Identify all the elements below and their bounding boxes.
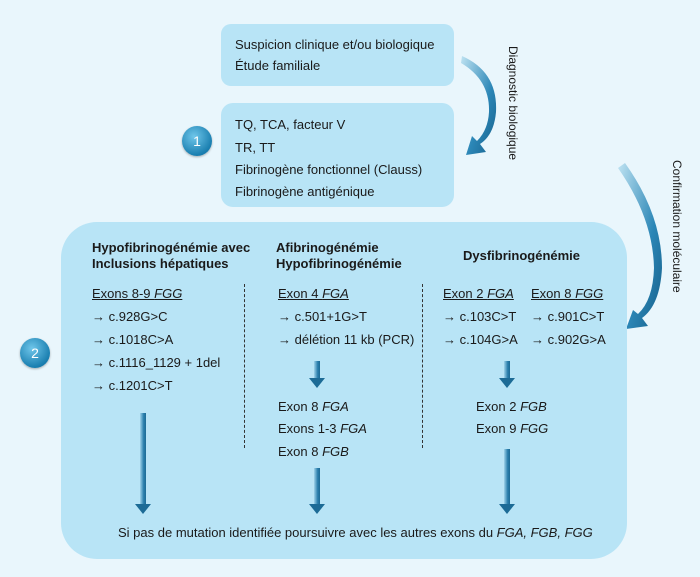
col2-next-1: Exon 8 FGA (278, 399, 349, 414)
col2-short-arrow-shaft (314, 361, 320, 378)
col1-exon: Exons 8-9 FGG (92, 286, 183, 301)
col1-mutation-2: → c.1018C>A (92, 332, 174, 347)
col3-down-arrow-head (499, 504, 515, 514)
footer-text: Si pas de mutation identifiée poursuivre… (118, 525, 593, 540)
col1-title-1: Hypofibrinogénémie avec (92, 240, 251, 255)
col2-title-2: Hypofibrinogénémie (276, 256, 402, 271)
clinical-suspicion-text: Suspicion clinique et/ou biologique (235, 37, 435, 52)
col2-mutation-1: → c.501+1G>T (278, 309, 367, 324)
diagnostic-label: Diagnostic biologique (506, 46, 520, 161)
test-line-3: Fibrinogène fonctionnel (Clauss) (235, 162, 423, 177)
col3-left-mutation-1: → c.103C>T (443, 309, 517, 324)
col2-down-arrow-shaft (314, 468, 320, 504)
col3-next-1: Exon 2 FGB (476, 399, 547, 414)
col1-mutation-1: → c.928G>C (92, 309, 168, 324)
diagnostic-arrow (461, 56, 497, 155)
molecular-box (61, 222, 627, 559)
col3-right-exon: Exon 8 FGG (531, 286, 604, 301)
col2-next-2: Exons 1-3 FGA (278, 421, 367, 436)
col3-down-arrow-shaft (504, 449, 510, 504)
col1-title-2: Inclusions hépatiques (92, 256, 229, 271)
col1-down-arrow-shaft (140, 413, 146, 504)
col2-next-3: Exon 8 FGB (278, 444, 349, 459)
col3-left-exon: Exon 2 FGA (443, 286, 514, 301)
biological-tests-box (221, 103, 454, 207)
column-divider-2 (422, 284, 423, 448)
col1-mutation-4: → c.1201C>T (92, 378, 173, 393)
col3-right-mutation-2: → c.902G>A (531, 332, 606, 347)
col3-short-arrow-shaft (504, 361, 510, 378)
col2-mutation-2: → délétion 11 kb (PCR) (278, 332, 415, 347)
test-line-2: TR, TT (235, 140, 276, 155)
test-line-4: Fibrinogène antigénique (235, 184, 375, 199)
col3-next-2: Exon 9 FGG (476, 421, 549, 436)
clinical-suspicion-box (221, 24, 454, 86)
col3-left-mutation-2: → c.104G>A (443, 332, 518, 347)
col2-exon: Exon 4 FGA (278, 286, 349, 301)
family-study-text: Étude familiale (235, 58, 321, 73)
test-line-1: TQ, TCA, facteur V (235, 117, 346, 132)
col1-mutation-3: → c.1116_1129 + 1del (92, 355, 221, 370)
col2-short-arrow-head (309, 378, 325, 388)
confirmation-arrow (618, 163, 662, 329)
column-divider-1 (244, 284, 245, 448)
col3-short-arrow-head (499, 378, 515, 388)
col3-right-mutation-1: → c.901C>T (531, 309, 605, 324)
col3-title: Dysfibrinogénémie (463, 248, 581, 263)
confirmation-label: Confirmation moléculaire (670, 160, 684, 293)
col2-title-1: Afibrinogénémie (276, 240, 379, 255)
step-2-badge: 2 (20, 338, 50, 368)
col2-down-arrow-head (309, 504, 325, 514)
col1-down-arrow-head (135, 504, 151, 514)
step-1-badge: 1 (182, 126, 212, 156)
